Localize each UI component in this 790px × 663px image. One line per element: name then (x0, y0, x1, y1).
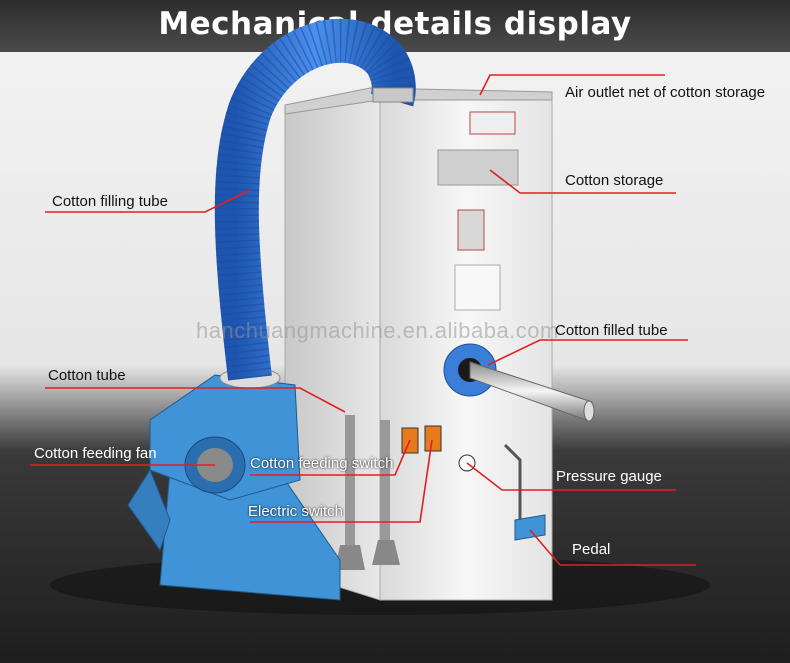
electric-switch-box (424, 425, 442, 452)
label-electric-switch: Electric switch (248, 503, 344, 520)
leader-pressure-gauge (466, 462, 676, 491)
label-cotton-feeding-switch: Cotton feeding switch (250, 455, 394, 472)
leader-cotton-filled-tube (487, 339, 688, 366)
label-cotton-feeding-fan: Cotton feeding fan (34, 445, 157, 462)
label-air-outlet: Air outlet net of cotton storage (565, 84, 766, 101)
leader-cotton-tube (45, 387, 346, 413)
leader-cotton-feeding-switch (250, 439, 411, 476)
support-foot-right (372, 540, 400, 565)
cotton-storage-window (437, 149, 519, 186)
outlet-tube (469, 361, 593, 421)
fan-stand (127, 468, 171, 552)
label-cotton-storage: Cotton storage (565, 172, 664, 189)
leader-cotton-storage (489, 169, 676, 194)
leader-air-outlet (479, 74, 665, 96)
label-cotton-filled-tube: Cotton filled tube (555, 322, 668, 339)
leader-pedal (529, 529, 696, 566)
warning-plate (469, 111, 516, 135)
hose-ribs (214, 18, 416, 381)
label-cotton-tube: Cotton tube (48, 367, 126, 384)
label-cotton-filling-tube: Cotton filling tube (52, 193, 168, 210)
support-leg-right (380, 420, 390, 560)
support-foot-left (335, 545, 365, 570)
watermark-text: hanchuangmachine.en.alibaba.com (196, 318, 559, 343)
outlet-tube-end (583, 400, 595, 422)
leader-electric-switch (250, 439, 433, 523)
pedal-rod (503, 443, 522, 520)
support-leg-left (345, 415, 355, 565)
label-pressure-gauge: Pressure gauge (556, 468, 662, 485)
hose-top-clamp (372, 87, 414, 103)
pedal-plate (514, 514, 546, 541)
control-box (454, 264, 501, 311)
fan-base (159, 469, 341, 601)
page-title: Mechanical details display (158, 6, 632, 42)
label-pedal: Pedal (572, 541, 611, 558)
machine-top-lid (284, 87, 553, 115)
leader-cotton-filling-tube (45, 189, 251, 213)
nameplate (457, 209, 485, 251)
leader-lines (30, 74, 696, 566)
